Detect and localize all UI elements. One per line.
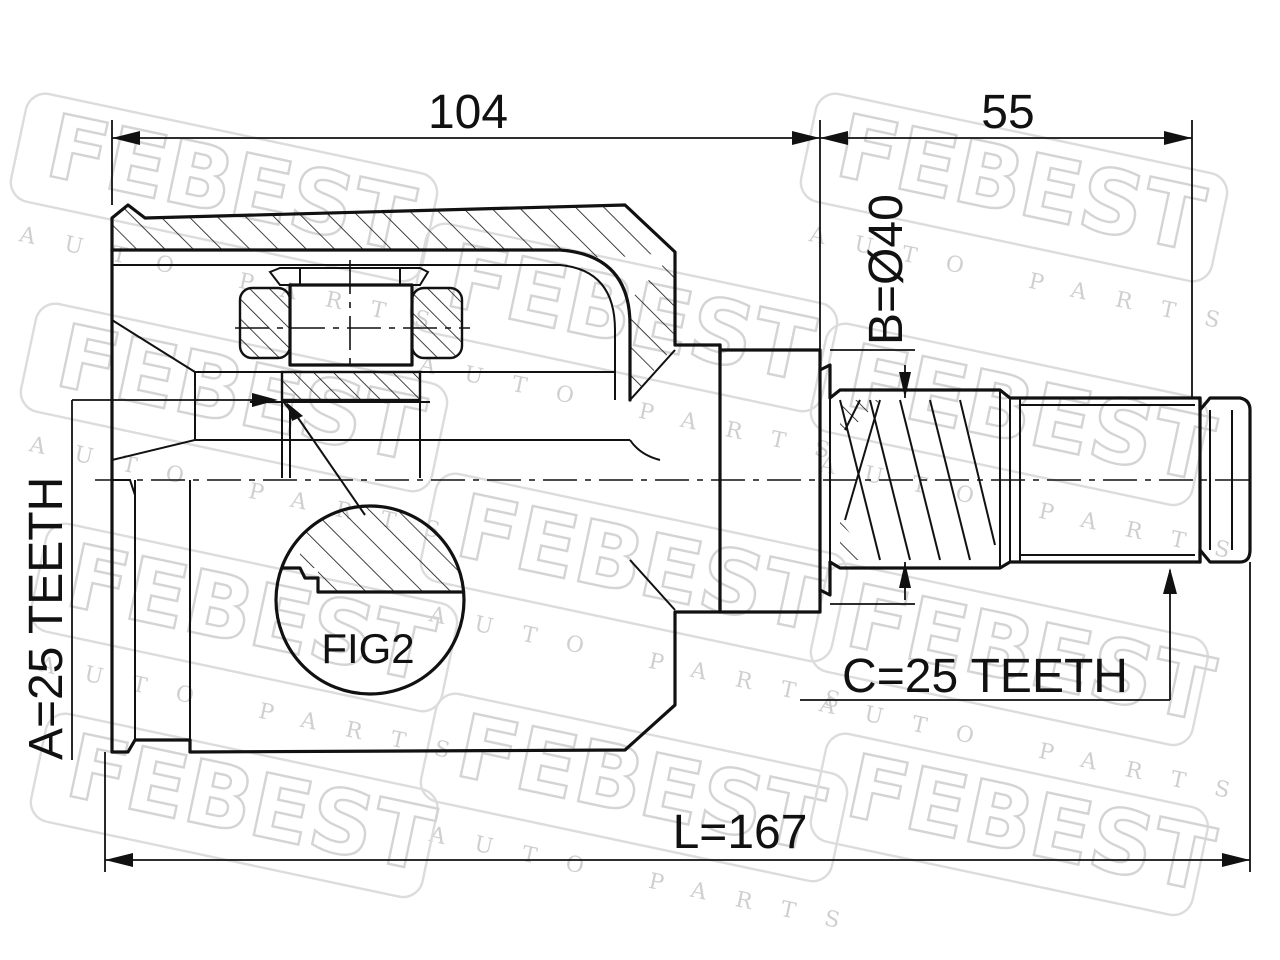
inner-bore-taper bbox=[111, 319, 196, 373]
roller-left bbox=[238, 286, 292, 360]
roller-cap bbox=[268, 267, 430, 286]
spider-bore-lines bbox=[281, 400, 421, 478]
fig2-leader-arrow bbox=[286, 402, 303, 421]
dim-arrow bbox=[899, 562, 911, 588]
spec-c-arrow bbox=[1163, 568, 1177, 594]
spec-c-label: C=25 TEETH bbox=[842, 650, 1128, 703]
housing-groove-edge bbox=[112, 479, 136, 496]
dim-arrow bbox=[105, 853, 133, 867]
dim-arrow bbox=[820, 131, 848, 145]
housing-stem bbox=[718, 348, 822, 614]
housing-shoulder-hatch bbox=[630, 252, 675, 400]
fig2-section-outline bbox=[276, 566, 464, 594]
fig2-leader-line bbox=[293, 411, 366, 516]
dim-arrow bbox=[112, 131, 140, 145]
housing-wall-section bbox=[112, 205, 675, 258]
housing-shoulder-line bbox=[629, 559, 676, 611]
dim-total-label: L=167 bbox=[673, 806, 808, 859]
dim-diameter-label: B=Ø40 bbox=[860, 194, 913, 345]
dim-arrow bbox=[792, 131, 820, 145]
watermark-logo: FEBEST AUTO PARTS bbox=[809, 322, 1261, 570]
output-shaft bbox=[818, 363, 1252, 597]
housing-cavity-line bbox=[110, 248, 632, 402]
dim-arrow bbox=[899, 372, 911, 398]
housing-outline-top bbox=[110, 203, 722, 362]
spec-a-label: A=25 TEETH bbox=[20, 477, 73, 760]
cv-housing bbox=[110, 203, 822, 754]
dimension-lines: 104 55 L=167 B=Ø40 A=25 TEETH C=25 TEETH bbox=[20, 86, 1251, 872]
inner-bore-fillet bbox=[629, 439, 661, 461]
tripod-assembly bbox=[235, 260, 470, 478]
dim-arrow bbox=[1222, 853, 1250, 867]
spec-a-arrow bbox=[252, 393, 278, 407]
housing-cavity-line-inner bbox=[112, 264, 616, 400]
dim-arrow bbox=[1164, 131, 1192, 145]
fig2-label: FIG2 bbox=[321, 625, 414, 672]
shaft-end bbox=[1198, 396, 1252, 564]
dim-55-label: 55 bbox=[981, 86, 1034, 139]
roller-right bbox=[410, 286, 464, 360]
spider-hub bbox=[280, 370, 422, 402]
dim-104-label: 104 bbox=[428, 86, 508, 139]
housing-shoulder-line bbox=[629, 349, 676, 401]
helical-spline bbox=[839, 399, 996, 561]
